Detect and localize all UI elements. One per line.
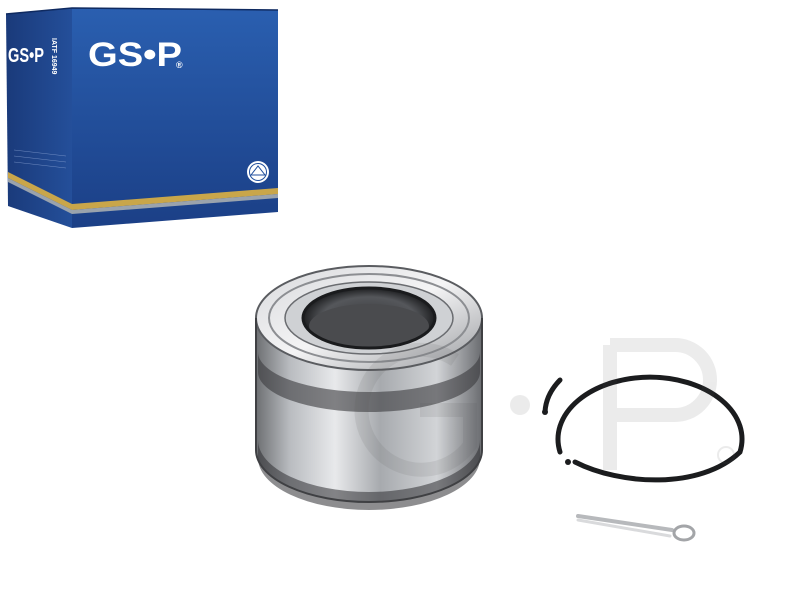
box-stripe-gold: [72, 188, 278, 210]
packaging-box: GS•P ® GS•P IATF 16949: [5, 7, 279, 228]
box-front-logo: GS•P: [88, 36, 182, 74]
cotter-pin: [576, 514, 696, 542]
box-side-logo: GS•P: [8, 45, 44, 67]
watermark-logo: [354, 338, 735, 477]
box-front-panel: [72, 8, 278, 228]
box-fine-print: [13, 149, 67, 169]
box-stripe-gray: [72, 194, 278, 214]
box-cert-mark: IATF 16949: [50, 38, 57, 75]
box-front-registered-mark: ®: [176, 60, 183, 70]
wheel-bearing: [255, 265, 483, 510]
circlip: [542, 374, 745, 483]
box-quality-badge-icon: [247, 161, 269, 183]
box-side-panel: [6, 8, 72, 228]
